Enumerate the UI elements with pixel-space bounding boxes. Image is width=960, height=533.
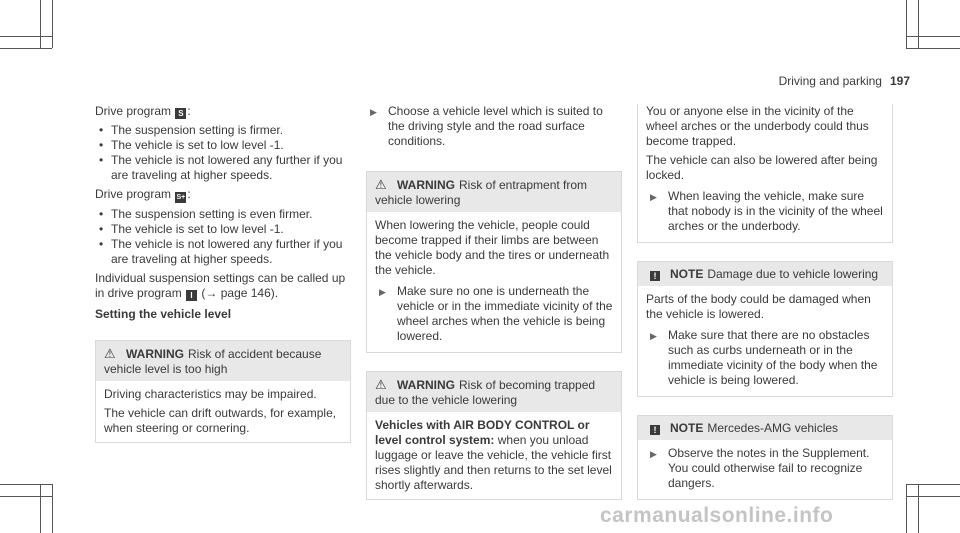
crop-mark xyxy=(0,484,52,485)
list-item: The vehicle is not lowered any further i… xyxy=(95,237,351,267)
section-title: Driving and parking xyxy=(778,74,882,88)
drive-splus-bullets: The suspension setting is even firmer. T… xyxy=(95,207,351,267)
instruction-step: ▶ Choose a vehicle level which is suited… xyxy=(366,104,622,149)
note-icon: ! xyxy=(650,425,660,435)
arrow-right-icon: ▶ xyxy=(370,107,377,117)
note-subtitle: Damage due to vehicle lowering xyxy=(707,267,879,281)
crop-mark xyxy=(40,484,41,533)
warning-text: The vehicle can drift outwards, for exam… xyxy=(104,406,337,435)
note-text: Parts of the body could be damaged when … xyxy=(646,292,871,321)
crop-mark xyxy=(52,484,53,533)
step-text: Choose a vehicle level which is suited t… xyxy=(388,104,603,148)
step-text: When leaving the vehicle, make sure that… xyxy=(668,189,883,233)
drive-program-label: Drive program xyxy=(95,187,172,201)
crop-mark xyxy=(906,484,960,485)
column-1: Drive program S: The suspension setting … xyxy=(95,104,351,461)
drive-program-splus-line: Drive program S+: xyxy=(95,187,191,203)
warning-text: Vehicles with AIR BODY CONTROL or level … xyxy=(375,418,613,493)
crop-mark xyxy=(52,0,53,48)
warning-text: Driving characteristics may be impaired. xyxy=(104,387,317,401)
list-item: The suspension setting is firmer. xyxy=(95,123,351,138)
list-item: The suspension setting is even firmer. xyxy=(95,207,351,222)
column-2: ▶ Choose a vehicle level which is suited… xyxy=(366,104,622,518)
warning-subtitle: Risk of accident because vehicle level i… xyxy=(104,347,322,376)
drive-program-s-line: Drive program S: xyxy=(95,104,191,119)
note-icon: ! xyxy=(650,271,660,281)
warning-triangle-icon: ⚠ xyxy=(104,346,116,361)
warning-body: Driving characteristics may be impaired.… xyxy=(96,381,350,442)
warning-title: WARNING xyxy=(397,378,455,392)
note-title: NOTE xyxy=(670,421,704,435)
warning-body: You or anyone else in the vicinity of th… xyxy=(638,104,892,242)
step-text: Observe the notes in the Supplement. You… xyxy=(668,446,870,490)
page-number: 197 xyxy=(889,74,910,88)
warning-subtitle: Risk of becoming trapped due to the vehi… xyxy=(375,378,596,407)
warning-text: When lowering the vehicle, people could … xyxy=(375,218,610,277)
crop-mark xyxy=(0,48,52,49)
drive-program-splus-icon: S+ xyxy=(175,192,187,203)
crop-mark xyxy=(906,484,907,533)
note-subtitle: Mercedes-AMG vehicles xyxy=(707,421,839,435)
crop-mark xyxy=(40,0,41,48)
arrow-right-icon: ▶ xyxy=(650,192,657,202)
instruction-step: ▶ Make sure that there are no obstacles … xyxy=(646,328,884,388)
step-text: Make sure no one is underneath the vehic… xyxy=(397,284,613,343)
warning-detail: when you unload luggage or leave the veh… xyxy=(375,433,612,492)
column-3: You or anyone else in the vicinity of th… xyxy=(637,104,893,518)
arrow-right-icon: ▶ xyxy=(650,449,657,459)
drive-program-s-icon: S xyxy=(175,108,187,119)
page-header: Driving and parking 197 xyxy=(779,74,910,89)
crop-mark xyxy=(906,496,960,497)
list-item: The vehicle is set to low level -1. xyxy=(95,138,351,153)
drive-s-bullets: The suspension setting is firmer. The ve… xyxy=(95,123,351,183)
instruction-step: ▶ Make sure no one is underneath the veh… xyxy=(375,284,613,344)
step-text: Make sure that there are no obstacles su… xyxy=(668,328,878,387)
warning-text: The vehicle can also be lowered after be… xyxy=(646,153,878,182)
drive-program-individual-icon: I xyxy=(186,290,198,301)
arrow-right-icon: ▶ xyxy=(379,287,386,297)
section-heading: Setting the vehicle level xyxy=(95,307,232,321)
warning-subtitle: Risk of entrapment from vehicle lowering xyxy=(375,178,588,207)
crop-mark xyxy=(918,484,919,533)
crop-mark xyxy=(906,36,960,37)
page-reference-link[interactable]: (→ page 146). xyxy=(201,286,279,300)
crop-mark xyxy=(0,496,52,497)
arrow-right-icon: ▶ xyxy=(650,331,657,341)
warning-body: When lowering the vehicle, people could … xyxy=(367,212,621,352)
warning-title: WARNING xyxy=(397,178,455,192)
warning-text: You or anyone else in the vicinity of th… xyxy=(646,104,869,148)
warning-triangle-icon: ⚠ xyxy=(375,177,387,192)
individual-text: Individual suspension settings can be ca… xyxy=(95,271,346,300)
vehicle-condition: Vehicles with AIR BODY CONTROL or level … xyxy=(375,418,590,447)
list-item: The vehicle is set to low level -1. xyxy=(95,222,351,237)
warning-title: WARNING xyxy=(126,347,184,361)
crop-mark xyxy=(0,36,52,37)
instruction-step: ▶ Observe the notes in the Supplement. Y… xyxy=(646,446,884,491)
note-title: NOTE xyxy=(670,267,704,281)
watermark: carmanualsonline.info xyxy=(600,504,834,527)
instruction-step: ▶ When leaving the vehicle, make sure th… xyxy=(646,189,884,234)
crop-mark xyxy=(918,0,919,48)
individual-settings-text: Individual suspension settings can be ca… xyxy=(95,271,351,301)
crop-mark xyxy=(906,0,907,48)
note-body: Parts of the body could be damaged when … xyxy=(638,286,892,396)
warning-box-continued: You or anyone else in the vicinity of th… xyxy=(637,104,893,243)
drive-program-label: Drive program xyxy=(95,104,172,118)
note-body: ▶ Observe the notes in the Supplement. Y… xyxy=(638,440,892,499)
warning-body: Vehicles with AIR BODY CONTROL or level … xyxy=(367,412,621,499)
crop-mark xyxy=(906,48,960,49)
warning-triangle-icon: ⚠ xyxy=(375,377,387,392)
list-item: The vehicle is not lowered any further i… xyxy=(95,153,351,183)
